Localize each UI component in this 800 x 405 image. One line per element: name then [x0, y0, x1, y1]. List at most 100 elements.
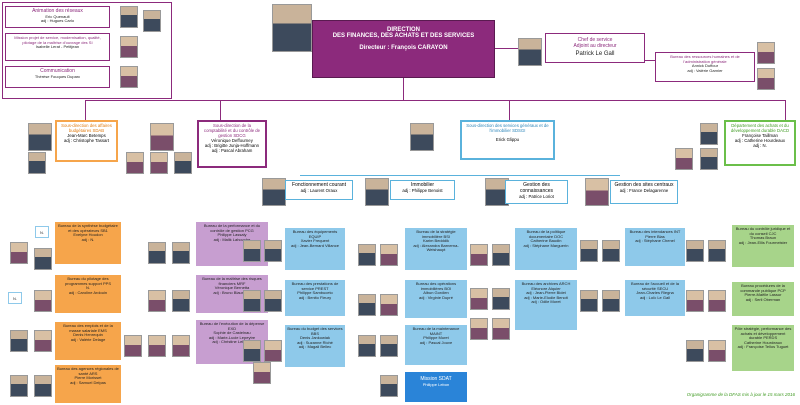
dacd-name: Françoise Taillman	[742, 132, 778, 138]
photo-arch-3	[470, 318, 488, 340]
connector-sd2	[220, 100, 221, 120]
photo-quenault	[120, 6, 138, 28]
animation-title: Animation des réseaux	[32, 8, 83, 14]
photo-ems-1	[10, 330, 28, 352]
service-sites: Gestion des sites centraux adj : France …	[610, 180, 678, 204]
bureau-rh-name: Annick Duffour	[691, 63, 719, 69]
photo-maint-2	[380, 335, 398, 357]
connector-services	[300, 175, 620, 176]
bureau-rh-title: Bureau des ressources humaines et de l'a…	[670, 54, 740, 64]
photo-secu-2	[602, 290, 620, 312]
photo-arch-2	[492, 288, 510, 310]
photo-bsi-2	[380, 244, 398, 266]
photo-boi-1	[358, 294, 376, 316]
sdab-adj: adj : Christophe Tassart	[63, 137, 110, 143]
sdab-title: Sous-direction des affaires budgétaires …	[61, 123, 112, 133]
animation-name: Eric Quenault	[45, 13, 70, 19]
connector-main-horizontal	[85, 100, 785, 101]
communication-name: Thérèse Fouques Duparc	[34, 73, 81, 79]
sites-adj: adj : France Delagarenne	[619, 187, 669, 193]
photo-dacd-n	[700, 148, 718, 170]
bureau-pps: Bureau du pilotage des programmes suppor…	[55, 275, 121, 313]
photo-sb1-1	[10, 242, 28, 264]
photo-equip-2	[264, 240, 282, 262]
mission-name: Isabelle Lerat - Petitjean	[35, 44, 80, 50]
departement-dacd: Département des achats et du développeme…	[724, 120, 796, 166]
photo-garnier	[757, 68, 775, 90]
fonctionnement-adj: adj : Laurent Oraux	[300, 187, 338, 193]
connaissances-adj: adj : Patrice Loriot	[519, 193, 554, 199]
connaissances-title: Gestion des connaissances	[519, 182, 554, 194]
sous-direction-sdab: Sous-direction des affaires budgétaires …	[55, 120, 118, 162]
photo-pcg-1	[148, 242, 166, 264]
director-box: DIRECTION DES FINANCES, DES ACHATS ET DE…	[312, 20, 495, 78]
photo-secu-1	[580, 290, 598, 312]
chef-title-2: Adjoint au directeur	[573, 43, 617, 49]
sdsgi-title: Sous-direction des services généraux et …	[466, 123, 549, 133]
mission-title: Mission projet de service, modernisation…	[14, 35, 101, 45]
animation-adj: adj : Hugues Carlo	[40, 18, 75, 24]
photo-cjc-1	[686, 240, 704, 262]
bureau-cjc: Bureau du contrôle juridique et du conse…	[732, 225, 794, 267]
photo-arch-4	[492, 318, 510, 340]
photo-pcp-1	[686, 290, 704, 312]
photo-bbs-1	[243, 340, 261, 362]
footer-note: Organigramme de la DFAS mis à jour le 15…	[686, 392, 795, 397]
sous-direction-sdcg: Sous-direction de la comptabilité et du …	[197, 120, 267, 168]
photo-ars-1	[10, 375, 28, 397]
photo-benoist	[365, 178, 389, 206]
photo-mrf-1	[148, 290, 166, 312]
sdcg-adj-1: adj : Brigitte Junja-Hoffmann	[204, 142, 260, 148]
communication-box: Communication Thérèse Fouques Duparc	[5, 66, 110, 88]
photo-pcg-2	[172, 242, 190, 264]
immobilier-title: Immobilier	[410, 182, 435, 188]
photo-sb1-2	[34, 248, 52, 270]
photo-carlo	[143, 10, 161, 32]
photo-abraham-1	[150, 152, 168, 174]
chef-title-1: Chef de service	[577, 37, 613, 43]
sous-direction-sdsgi: Sous-direction des services généraux et …	[460, 120, 555, 160]
sites-title: Gestion des sites centraux	[614, 182, 674, 188]
director-name: Directeur : François CARAYON	[359, 45, 448, 51]
connector-sd3	[509, 100, 510, 120]
photo-exd-1	[124, 335, 142, 357]
immobilier-adj: adj : Philippe Benoist	[402, 187, 443, 193]
dacd-adj-2: adj : N.	[753, 142, 767, 148]
chef-name: Patrick Le Gall	[575, 51, 615, 57]
photo-fouques	[120, 66, 138, 88]
dacd-adj-1: adj : Catherine Hourdeaux	[734, 137, 786, 143]
pole-perds: Pôle stratégie, performance des achats e…	[732, 325, 794, 371]
photo-pps	[34, 290, 52, 312]
sdcg-name: Véronique Deffourney	[211, 137, 253, 143]
director-title-1: DIRECTION	[387, 27, 420, 33]
photo-sdat	[380, 375, 398, 397]
bureau-rh-box: Bureau des ressources humaines et de l'a…	[655, 52, 755, 82]
photo-junja	[126, 152, 144, 174]
mission-box: Mission projet de service, modernisation…	[5, 33, 110, 61]
photo-prest-2	[264, 290, 282, 312]
photo-bbs-3	[253, 362, 271, 384]
photo-oraux	[262, 178, 286, 206]
sdsgi-name: Erick Glippu	[495, 136, 520, 142]
placeholder-pps: N.	[8, 292, 22, 304]
photo-int-2	[602, 240, 620, 262]
bureau-secu: Bureau de l'accueil et de la sécurité SE…	[625, 280, 685, 316]
photo-equip-1	[243, 240, 261, 262]
photo-arch-1	[470, 288, 488, 310]
animation-box: Animation des réseaux Eric Quenault adj …	[5, 6, 110, 28]
connector-sd1	[85, 100, 86, 120]
bureau-rh-adj: adj : Valérie Garnier	[687, 67, 723, 73]
top-left-panel	[2, 2, 172, 99]
photo-ems-2	[34, 330, 52, 352]
dacd-title: Département des achats et du développeme…	[730, 123, 790, 133]
bureau-ars: Bureau des agences régionales de santé A…	[55, 365, 121, 403]
photo-perds-1	[686, 340, 704, 362]
photo-taillman	[700, 123, 718, 145]
connector-sd4	[785, 100, 786, 120]
